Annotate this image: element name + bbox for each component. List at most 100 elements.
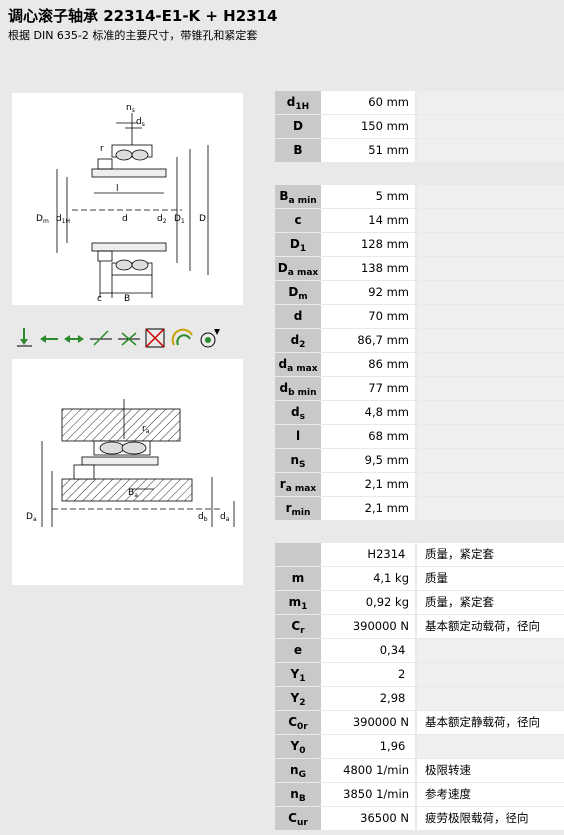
row-unit: mm [386,213,409,227]
row-symbol: da max [275,353,321,376]
row-value: 70 mm [321,305,415,328]
row-unit: mm [386,357,409,371]
row-unit: 1/min [376,787,409,801]
row-value: 4800 1/min [321,759,415,782]
label-da: da [220,512,230,523]
row-unit: mm [386,285,409,299]
label-r: r [100,144,104,154]
row-value: 2,1 mm [321,497,415,520]
row-description: 质量，紧定套 [417,543,564,566]
page-subtitle: 根据 DIN 635-2 标准的主要尺寸，带锥孔和紧定套 [8,29,258,42]
label-ra: ra [142,424,150,435]
row-symbol: d [275,305,321,328]
label-D: D [199,214,206,224]
row-symbol: Ba min [275,185,321,208]
property-icons-svg [17,328,220,348]
axial-load-one-direction-icon [40,335,58,343]
row-value: 0,34 [321,639,415,662]
row-description [417,377,564,400]
row-unit: kg [395,595,409,609]
row-unit: mm [386,237,409,251]
row-value: 1,96 [321,735,415,758]
lubrication-icon [200,329,220,348]
row-value: 128 mm [321,233,415,256]
row-unit: kg [395,571,409,585]
row-description [417,639,564,662]
row-unit: mm [386,143,409,157]
row-description [417,281,564,304]
row-symbol: ra max [275,473,321,496]
row-symbol: m1 [275,591,321,614]
row-description [417,305,564,328]
row-description: 质量，紧定套 [417,591,564,614]
row-description [417,473,564,496]
row-unit: mm [386,429,409,443]
row-description [417,233,564,256]
row-symbol: rmin [275,497,321,520]
row-description [417,663,564,686]
label-ds: ds [136,117,145,128]
page-title: 调心滚子轴承 22314-E1-K + H2314 [8,7,278,25]
row-value: 36500 N [321,807,415,830]
row-symbol: l [275,425,321,448]
row-value: 2,98 [321,687,415,710]
row-value: 4,8 mm [321,401,415,424]
row-symbol: e [275,639,321,662]
row-symbol: Cr [275,615,321,638]
axial-load-both-directions-icon [64,335,84,343]
row-unit: mm [386,95,409,109]
row-unit: mm [386,501,409,515]
row-description: 参考速度 [417,783,564,806]
row-value: 2,1 mm [321,473,415,496]
table-gap [275,163,564,185]
row-value: 2 [321,663,415,686]
sealed-icon [171,328,193,346]
label-d1H: d1H [56,214,70,225]
label-Dm: Dm [36,214,49,225]
row-description [417,209,564,232]
label-d: d [122,214,128,224]
table-gap [275,521,564,543]
row-unit: mm [386,261,409,275]
row-value: 3850 1/min [321,783,415,806]
row-symbol: Cur [275,807,321,830]
row-unit: mm [386,119,409,133]
row-symbol: c [275,209,321,232]
row-symbol: D1 [275,233,321,256]
row-symbol: d2 [275,329,321,352]
row-description [417,425,564,448]
row-value: 77 mm [321,377,415,400]
label-ns: ns [126,103,135,114]
row-symbol: Y2 [275,687,321,710]
property-icon-strip [14,325,242,349]
row-unit: N [400,811,409,825]
row-description [417,401,564,424]
row-value: H2314 [321,543,415,566]
row-value: 390000 N [321,711,415,734]
table-row: H2314 质量，紧定套 [275,543,564,567]
mounting-dimensions-drawing: ra Ba Da db da [12,359,243,585]
row-unit: mm [386,453,409,467]
row-description: 极限转速 [417,759,564,782]
row-unit: mm [386,405,409,419]
radial-load-icon [17,328,32,347]
row-value: 51 mm [321,139,415,162]
row-symbol: d1H [275,91,321,114]
bearing-drawing-svg: ns ds r l d d2 D1 D Dm d1H c B [36,103,209,304]
